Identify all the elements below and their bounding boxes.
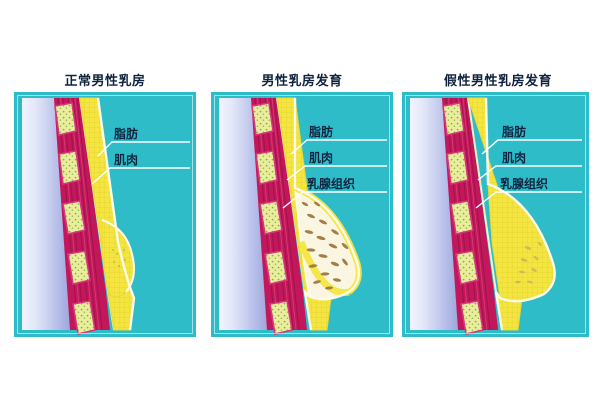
anatomy-illustration-pseudogynecomastia: [402, 92, 589, 337]
panel-gynecomastia: 脂肪 肌肉 乳腺组织: [211, 92, 393, 337]
label-fat: 脂肪: [502, 125, 527, 139]
panel-pseudogynecomastia: 脂肪 肌肉 乳腺组织: [402, 92, 589, 337]
label-glandular-tissue: 乳腺组织: [307, 177, 356, 191]
label-muscle: 肌肉: [114, 153, 139, 167]
label-layer-gynecomastia: 脂肪 肌肉 乳腺组织: [211, 92, 393, 337]
anatomy-illustration-gynecomastia: [211, 92, 393, 337]
label-fat: 脂肪: [309, 125, 334, 139]
panel-title-normal-male-breast: 正常男性乳房: [64, 74, 146, 89]
anatomy-illustration-normal-male-breast: [14, 92, 196, 337]
label-fat: 脂肪: [114, 127, 139, 141]
label-muscle: 肌肉: [309, 151, 334, 165]
label-muscle: 肌肉: [502, 151, 527, 165]
panel-title-gynecomastia: 男性乳房发育: [261, 74, 343, 89]
panel-title-pseudogynecomastia: 假性男性乳房发育: [443, 74, 552, 89]
panel-normal-male-breast: 脂肪 肌肉: [14, 92, 196, 337]
label-layer-pseudogynecomastia: 脂肪 肌肉 乳腺组织: [402, 92, 589, 337]
label-glandular-tissue: 乳腺组织: [500, 177, 549, 191]
label-layer-normal-male-breast: 脂肪 肌肉: [14, 92, 196, 337]
